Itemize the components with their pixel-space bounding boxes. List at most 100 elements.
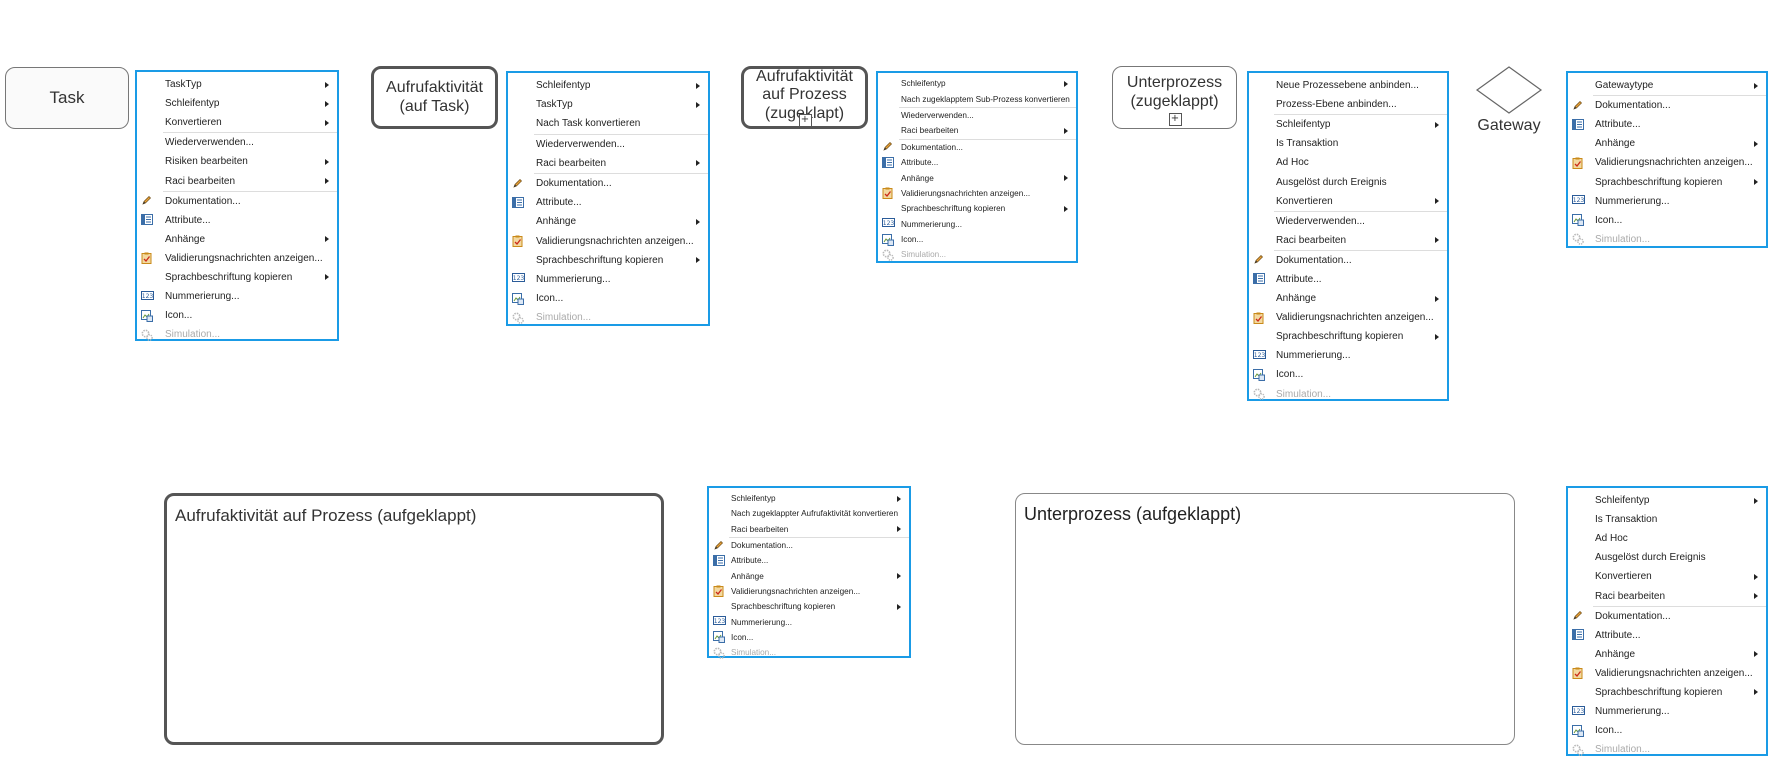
call-activity-process-collapsed-shape[interactable]: Aufrufaktivität auf Prozess (zugeklapt) …	[741, 66, 868, 129]
menu-item-nach-task-konvertieren[interactable]: Nach Task konvertieren	[508, 114, 708, 133]
menu-item-sprachbeschriftung-kopieren[interactable]: Sprachbeschriftung kopieren	[137, 268, 337, 287]
menu-item-attribute[interactable]: Attribute...	[1568, 115, 1766, 134]
menu-item-nach-zugeklappter-aufrufaktivitaet-konvertieren[interactable]: Nach zugeklappter Aufrufaktivität konver…	[709, 506, 909, 521]
menu-item-sprachbeschriftung-kopieren[interactable]: Sprachbeschriftung kopieren	[1568, 172, 1766, 191]
subprocess-collapsed-shape[interactable]: Unterprozess (zugeklappt) +	[1112, 66, 1237, 129]
menu-item-icon[interactable]: Icon...	[1568, 211, 1766, 230]
menu-item-icon[interactable]: Icon...	[709, 630, 909, 645]
task-shape[interactable]: Task	[5, 67, 129, 129]
call-activity-task-shape[interactable]: Aufrufaktivität (auf Task)	[371, 66, 498, 129]
menu-item-raci-bearbeiten[interactable]: Raci bearbeiten	[1249, 231, 1447, 250]
menu-item-is-transaktion[interactable]: Is Transaktion	[1249, 134, 1447, 153]
menu-item-dokumentation[interactable]: Dokumentation...	[878, 140, 1076, 155]
menu-item-schleifentyp[interactable]: Schleifentyp	[1568, 491, 1766, 510]
menu-item-tasktyp[interactable]: TaskTyp	[137, 75, 337, 94]
menu-item-validierungsnachrichten-anzeigen[interactable]: Validierungsnachrichten anzeigen...	[1568, 153, 1766, 172]
menu-item-raci-bearbeiten[interactable]: Raci bearbeiten	[709, 522, 909, 537]
menu-item-dokumentation[interactable]: Dokumentation...	[1568, 607, 1766, 626]
menu-item-dokumentation[interactable]: Dokumentation...	[137, 192, 337, 211]
menu-item-anhaenge[interactable]: Anhänge	[1568, 134, 1766, 153]
menu-item-dokumentation[interactable]: Dokumentation...	[508, 174, 708, 193]
pencil-icon	[713, 540, 724, 553]
menu-item-schleifentyp[interactable]: Schleifentyp	[878, 76, 1076, 91]
menu-item-raci-bearbeiten[interactable]: Raci bearbeiten	[508, 154, 708, 173]
menu-item-konvertieren[interactable]: Konvertieren	[137, 113, 337, 132]
menu-item-anhaenge[interactable]: Anhänge	[1249, 289, 1447, 308]
menu-item-dokumentation[interactable]: Dokumentation...	[1568, 96, 1766, 115]
menu-item-wiederverwenden[interactable]: Wiederverwenden...	[878, 108, 1076, 123]
menu-item-validierungsnachrichten-anzeigen[interactable]: Validierungsnachrichten anzeigen...	[137, 249, 337, 268]
menu-item-label: Ad Hoc	[1276, 157, 1309, 169]
menu-item-anhaenge[interactable]: Anhänge	[709, 568, 909, 583]
expand-plus-icon[interactable]: +	[1168, 113, 1182, 126]
menu-item-icon[interactable]: Icon...	[508, 289, 708, 308]
menu-item-raci-bearbeiten[interactable]: Raci bearbeiten	[1568, 586, 1766, 605]
menu-item-sprachbeschriftung-kopieren[interactable]: Sprachbeschriftung kopieren	[1249, 327, 1447, 346]
menu-item-sprachbeschriftung-kopieren[interactable]: Sprachbeschriftung kopieren	[709, 599, 909, 614]
menu-item-attribute[interactable]: Attribute...	[709, 553, 909, 568]
menu-item-label: Konvertieren	[1276, 195, 1333, 207]
menu-item-icon[interactable]: Icon...	[1249, 365, 1447, 384]
menu-item-schleifentyp[interactable]: Schleifentyp	[508, 76, 708, 95]
menu-item-konvertieren[interactable]: Konvertieren	[1249, 192, 1447, 211]
clipboard-check-icon	[882, 187, 893, 201]
menu-item-attribute[interactable]: Attribute...	[137, 211, 337, 230]
menu-item-schleifentyp[interactable]: Schleifentyp	[137, 94, 337, 113]
menu-item-wiederverwenden[interactable]: Wiederverwenden...	[137, 133, 337, 152]
subprocess-expanded-shape[interactable]: Unterprozess (aufgeklappt)	[1015, 493, 1515, 745]
menu-item-icon[interactable]: Icon...	[1568, 721, 1766, 740]
menu-item-dokumentation[interactable]: Dokumentation...	[1249, 251, 1447, 270]
menu-item-raci-bearbeiten[interactable]: Raci bearbeiten	[137, 171, 337, 190]
submenu-arrow-icon	[1064, 127, 1068, 134]
gateway-shape[interactable]	[1474, 65, 1544, 115]
menu-item-anhaenge[interactable]: Anhänge	[137, 230, 337, 249]
menu-item-konvertieren[interactable]: Konvertieren	[1568, 567, 1766, 586]
menu-item-anhaenge[interactable]: Anhänge	[878, 170, 1076, 185]
menu-item-attribute[interactable]: Attribute...	[1568, 626, 1766, 645]
call-activity-process-expanded-shape[interactable]: Aufrufaktivität auf Prozess (aufgeklappt…	[164, 493, 664, 745]
menu-item-gatewaytype[interactable]: Gatewaytype	[1568, 76, 1766, 95]
menu-separator	[1593, 605, 1766, 607]
menu-item-tasktyp[interactable]: TaskTyp	[508, 95, 708, 114]
menu-item-validierungsnachrichten-anzeigen[interactable]: Validierungsnachrichten anzeigen...	[878, 186, 1076, 201]
menu-item-sprachbeschriftung-kopieren[interactable]: Sprachbeschriftung kopieren	[1568, 683, 1766, 702]
menu-item-attribute[interactable]: Attribute...	[508, 193, 708, 212]
menu-item-anhaenge[interactable]: Anhänge	[508, 212, 708, 231]
submenu-arrow-icon	[1754, 573, 1758, 580]
menu-item-schleifentyp[interactable]: Schleifentyp	[1249, 115, 1447, 134]
menu-item-wiederverwenden[interactable]: Wiederverwenden...	[1249, 212, 1447, 231]
menu-item-attribute[interactable]: Attribute...	[1249, 270, 1447, 289]
menu-item-anhaenge[interactable]: Anhänge	[1568, 645, 1766, 664]
menu-item-icon[interactable]: Icon...	[137, 306, 337, 325]
menu-item-validierungsnachrichten-anzeigen[interactable]: Validierungsnachrichten anzeigen...	[709, 584, 909, 599]
menu-item-sprachbeschriftung-kopieren[interactable]: Sprachbeschriftung kopieren	[878, 201, 1076, 216]
menu-item-ausgeloest-durch-ereignis[interactable]: Ausgelöst durch Ereignis	[1249, 172, 1447, 191]
menu-item-ad-hoc[interactable]: Ad Hoc	[1568, 529, 1766, 548]
menu-item-schleifentyp[interactable]: Schleifentyp	[709, 491, 909, 506]
menu-item-validierungsnachrichten-anzeigen[interactable]: Validierungsnachrichten anzeigen...	[1249, 308, 1447, 327]
menu-item-icon[interactable]: Icon...	[878, 232, 1076, 247]
menu-item-ausgeloest-durch-ereignis[interactable]: Ausgelöst durch Ereignis	[1568, 548, 1766, 567]
submenu-arrow-icon	[325, 178, 329, 185]
menu-item-is-transaktion[interactable]: Is Transaktion	[1568, 510, 1766, 529]
menu-item-wiederverwenden[interactable]: Wiederverwenden...	[508, 135, 708, 154]
menu-item-nach-zugeklapptem-sub-prozess-konvertieren[interactable]: Nach zugeklapptem Sub-Prozess konvertier…	[878, 91, 1076, 106]
menu-item-sprachbeschriftung-kopieren[interactable]: Sprachbeschriftung kopieren	[508, 251, 708, 270]
menu-item-ad-hoc[interactable]: Ad Hoc	[1249, 153, 1447, 172]
menu-item-validierungsnachrichten-anzeigen[interactable]: Validierungsnachrichten anzeigen...	[1568, 664, 1766, 683]
menu-item-raci-bearbeiten[interactable]: Raci bearbeiten	[878, 123, 1076, 138]
menu-item-validierungsnachrichten-anzeigen[interactable]: Validierungsnachrichten anzeigen...	[508, 232, 708, 251]
menu-item-prozess-ebene-anbinden[interactable]: Prozess-Ebene anbinden...	[1249, 95, 1447, 114]
menu-item-dokumentation[interactable]: Dokumentation...	[709, 538, 909, 553]
menu-item-risiken-bearbeiten[interactable]: Risiken bearbeiten	[137, 152, 337, 171]
menu-item-neue-prozessebene-anbinden[interactable]: Neue Prozessebene anbinden...	[1249, 76, 1447, 95]
menu-item-attribute[interactable]: Attribute...	[878, 155, 1076, 170]
expand-plus-icon[interactable]: +	[798, 114, 812, 127]
